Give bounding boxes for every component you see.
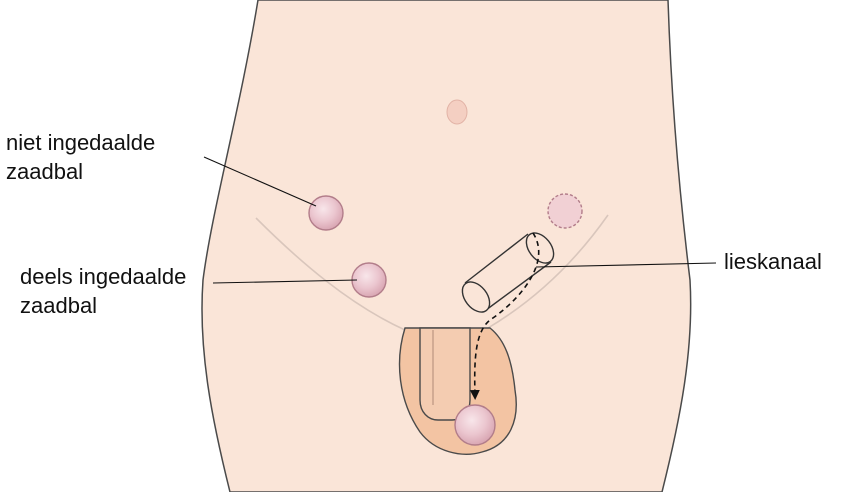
descended-testis [455,405,495,445]
label-partially-descended-testis: deels ingedaalde zaadbal [20,262,186,320]
label-undescended-testis: niet ingedaalde zaadbal [6,128,155,186]
label-undescended-line1: niet ingedaalde [6,128,155,157]
label-partial-line2: zaadbal [20,291,186,320]
penis [420,328,470,420]
label-partial-line1: deels ingedaalde [20,262,186,291]
partially-descended-testis [352,263,386,297]
undescended-testis [309,196,343,230]
label-undescended-line2: zaadbal [6,157,155,186]
navel [447,100,467,124]
label-inguinal-canal: lieskanaal [724,247,822,276]
testis-outline-dashed [548,194,582,228]
